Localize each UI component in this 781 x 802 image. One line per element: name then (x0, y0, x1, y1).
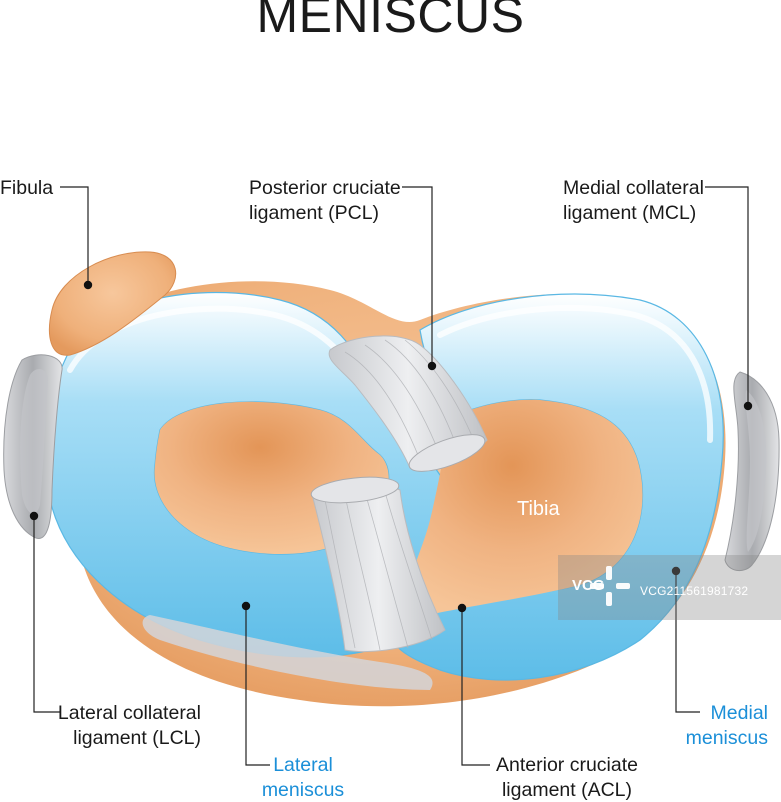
fibula-label: Fibula (0, 177, 54, 199)
lcl-label-line2: ligament (LCL) (73, 727, 201, 749)
lcl-label-line1: Lateral collateral (57, 702, 201, 724)
fibula-shape (49, 251, 177, 356)
acl-cut-end (310, 476, 400, 504)
pcl-label-line2: ligament (PCL) (249, 202, 380, 224)
transverse-ligament (142, 615, 433, 690)
pcl-fibers (344, 339, 476, 461)
pointer-dots (29, 280, 753, 613)
medial-meniscus-rim (437, 304, 714, 443)
leader-lines (33, 186, 749, 766)
lateral-meniscus-label-line2: meniscus (261, 779, 345, 801)
watermark-id: VCG211561981732 (640, 584, 749, 598)
pcl-cut-end (408, 434, 486, 472)
mcl-label-line2: ligament (MCL) (563, 202, 697, 224)
acl-fibers (324, 491, 433, 651)
mcl-label-line1: Medial collateral (563, 177, 704, 199)
acl-label-line1: Anterior cruciate (496, 754, 638, 776)
pcl-label-line1: Posterior cruciate (249, 177, 401, 199)
watermark-logo: VCG (572, 577, 605, 594)
tibia-label: Tibia (517, 498, 560, 520)
acl-label-line2: ligament (ACL) (501, 779, 633, 801)
watermark-logo-icon (590, 566, 630, 606)
medial-meniscus-label-line2: meniscus (685, 727, 768, 749)
diagram-title: MENISCUS (256, 0, 525, 43)
medial-meniscus-label-line1: Medial (710, 702, 768, 724)
lateral-meniscus-label-line1: Lateral (273, 754, 333, 776)
lcl-inner (20, 368, 48, 514)
mcl-inner (745, 390, 767, 552)
